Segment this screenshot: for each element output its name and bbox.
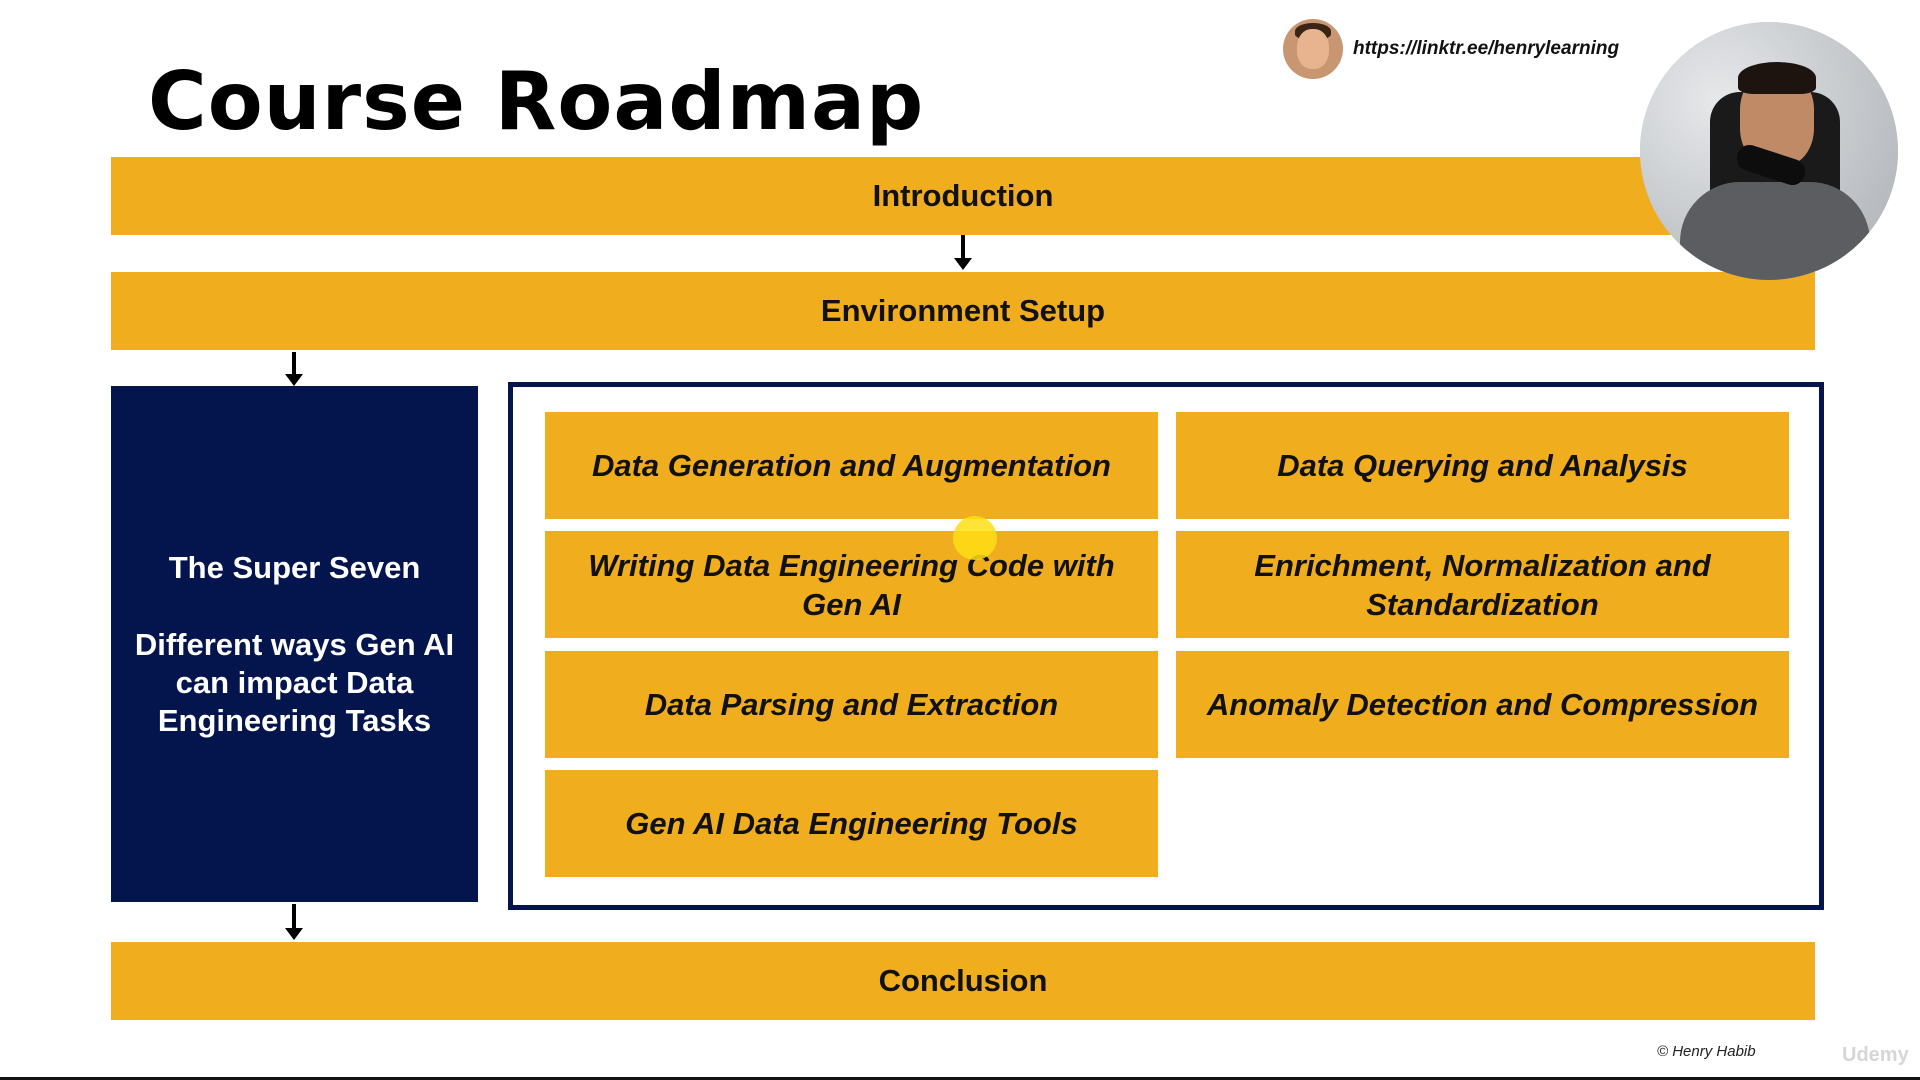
module-label: Data Querying and Analysis [1277, 448, 1688, 483]
module-label: Enrichment, Normalization and Standardiz… [1254, 547, 1711, 622]
environment-setup-bar: Environment Setup [111, 272, 1815, 350]
arrow-down-icon [285, 352, 303, 386]
environment-setup-label: Environment Setup [820, 293, 1106, 328]
module-writing-code: Writing Data Engineering Code with Gen A… [545, 531, 1158, 638]
module-data-parsing: Data Parsing and Extraction [545, 651, 1158, 758]
slide-title: Course Roadmap [148, 55, 925, 148]
udemy-watermark: Udemy [1842, 1044, 1909, 1066]
module-label: Writing Data Engineering Code with Gen A… [588, 547, 1115, 622]
module-anomaly-detection: Anomaly Detection and Compression [1176, 651, 1789, 758]
conclusion-bar: Conclusion [111, 942, 1815, 1020]
super-seven-box: The Super Seven Different ways Gen AI ca… [111, 386, 478, 902]
conclusion-label: Conclusion [878, 963, 1048, 998]
bottom-divider [0, 1077, 1920, 1080]
cursor-highlight [953, 516, 997, 560]
module-data-generation: Data Generation and Augmentation [545, 412, 1158, 519]
super-seven-subtitle: Different ways Gen AI can impact Data En… [134, 627, 455, 738]
module-data-querying: Data Querying and Analysis [1176, 412, 1789, 519]
module-gen-ai-tools: Gen AI Data Engineering Tools [545, 770, 1158, 877]
presenter-avatar-icon [1283, 19, 1343, 79]
module-enrichment: Enrichment, Normalization and Standardiz… [1176, 531, 1789, 638]
module-label: Data Generation and Augmentation [591, 448, 1111, 483]
module-label: Gen AI Data Engineering Tools [625, 806, 1078, 841]
webcam-overlay [1640, 22, 1898, 280]
module-label: Anomaly Detection and Compression [1206, 687, 1759, 722]
copyright-text: © Henry Habib [1657, 1043, 1756, 1060]
arrow-down-icon [954, 235, 972, 270]
arrow-down-icon [285, 904, 303, 940]
super-seven-title: The Super Seven [168, 550, 421, 585]
introduction-bar: Introduction [111, 157, 1815, 235]
module-label: Data Parsing and Extraction [644, 687, 1059, 722]
introduction-label: Introduction [872, 178, 1054, 213]
linktree-link[interactable]: https://linktr.ee/henrylearning [1353, 38, 1620, 59]
